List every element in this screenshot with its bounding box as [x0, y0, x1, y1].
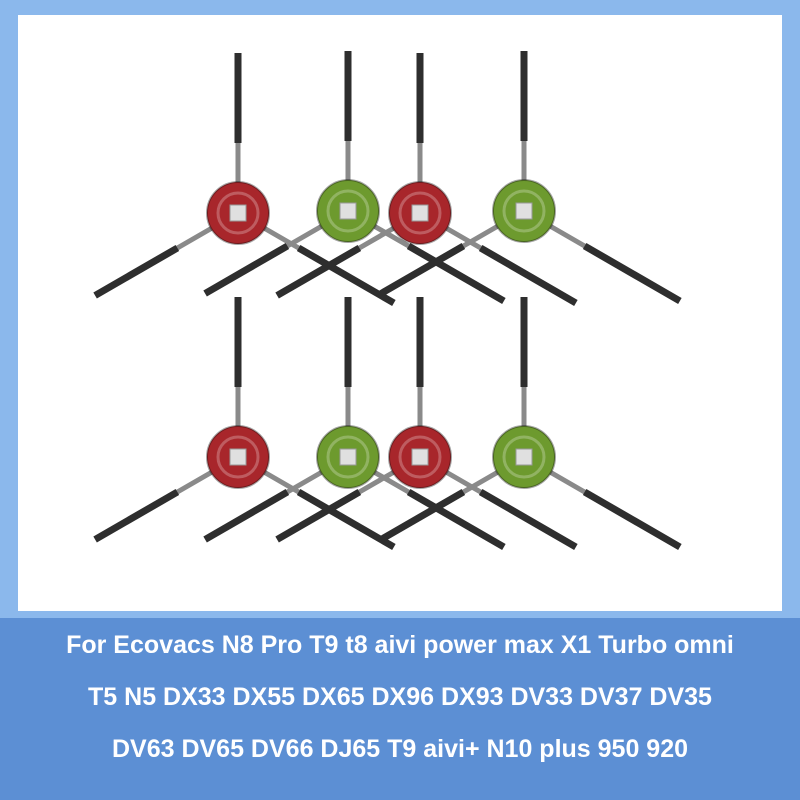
brush-mount-socket: [411, 448, 429, 466]
brush-bristles: [406, 242, 506, 305]
side-brushes-illustration: [93, 51, 682, 551]
brush-hub-ring: [398, 435, 442, 479]
brush-mount-socket: [339, 448, 357, 466]
side-brush-7: [275, 297, 578, 551]
brush-mount-socket: [229, 448, 247, 466]
brush-arm: [443, 225, 484, 251]
brush-arm: [460, 223, 501, 249]
brush-bristles: [275, 488, 362, 543]
brush-hub-ring: [502, 435, 546, 479]
brush-arm: [547, 469, 588, 495]
brush-arm: [460, 469, 501, 495]
brush-hub-ring: [502, 189, 546, 233]
brush-arm: [284, 223, 325, 249]
side-brush-3: [275, 53, 578, 307]
side-brush-1: [93, 53, 396, 307]
brush-arm: [174, 225, 215, 251]
side-brush-6: [203, 297, 506, 551]
brush-mount-socket: [411, 204, 429, 222]
brush-arm: [174, 469, 215, 495]
brush-bristles: [203, 488, 290, 543]
brush-mount-socket: [515, 448, 533, 466]
brush-bristles: [93, 244, 180, 299]
brush-arm: [547, 223, 588, 249]
brush-bristles: [379, 242, 466, 297]
brush-bristles: [582, 488, 682, 551]
brush-bristles: [582, 242, 682, 305]
brush-arm: [371, 223, 412, 249]
brush-hub-ring: [326, 435, 370, 479]
brush-bristles: [203, 242, 290, 297]
brush-mount-socket: [229, 204, 247, 222]
brush-hub-ring: [398, 191, 442, 235]
brush-arm: [356, 469, 397, 495]
brush-hub-ring: [216, 435, 260, 479]
brush-bristles: [275, 244, 362, 299]
brush-arm: [443, 469, 484, 495]
brush-hub-ring: [216, 191, 260, 235]
brush-bristles: [478, 244, 578, 307]
compatibility-caption: For Ecovacs N8 Pro T9 t8 aivi power max …: [0, 618, 800, 800]
brush-mount-socket: [339, 202, 357, 220]
brush-arm: [371, 469, 412, 495]
side-brush-4: [379, 51, 682, 305]
brush-arm: [284, 469, 325, 495]
brush-bristles: [478, 488, 578, 551]
brush-hub-ring: [326, 189, 370, 233]
side-brush-8: [379, 297, 682, 551]
caption-line-1: For Ecovacs N8 Pro T9 t8 aivi power max …: [66, 631, 734, 659]
brush-arm: [356, 225, 397, 251]
side-brush-5: [93, 297, 396, 551]
side-brush-2: [203, 51, 506, 305]
caption-line-2: T5 N5 DX33 DX55 DX65 DX96 DX93 DV33 DV37…: [88, 683, 712, 711]
caption-line-3: DV63 DV65 DV66 DJ65 T9 aivi+ N10 plus 95…: [111, 735, 689, 763]
brush-mount-socket: [515, 202, 533, 220]
brush-bristles: [379, 488, 466, 543]
brush-bristles: [296, 244, 396, 307]
brush-bristles: [93, 488, 180, 543]
product-photo: [18, 15, 782, 611]
brush-bristles: [406, 488, 506, 551]
brush-bristles: [296, 488, 396, 551]
